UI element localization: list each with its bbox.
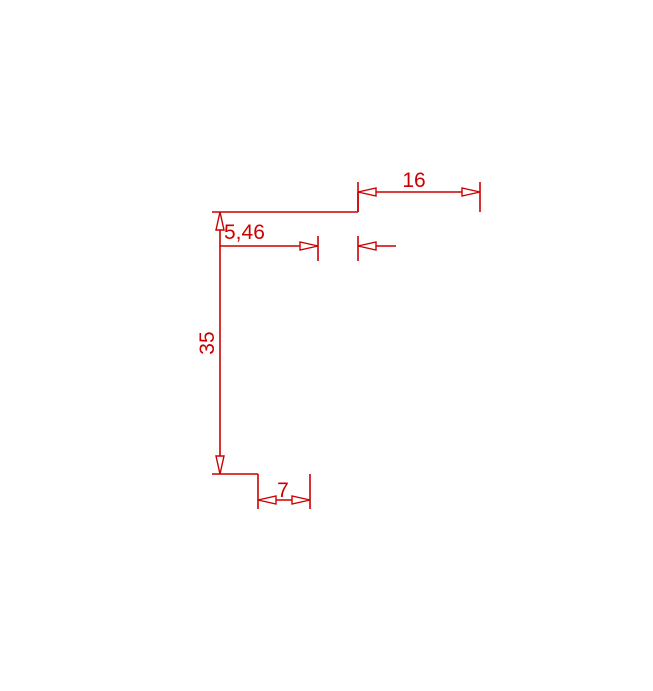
dimension-label: 35	[196, 331, 219, 354]
arrowhead	[461, 187, 481, 197]
arrowhead	[357, 241, 377, 251]
dimension-offset: 5,46	[220, 221, 396, 261]
arrowhead	[291, 495, 311, 505]
dimension-height: 35	[196, 211, 225, 475]
arrowhead	[215, 455, 225, 475]
dimension-width-top: 16	[357, 169, 481, 212]
arrowhead	[357, 187, 377, 197]
arrowhead	[299, 241, 319, 251]
dimension-label: 7	[277, 479, 289, 502]
arrowhead	[215, 211, 225, 231]
dimension-label: 5,46	[224, 221, 265, 244]
dimension-width-bottom: 7	[257, 474, 311, 509]
dimension-label: 16	[402, 169, 425, 192]
arrowhead	[257, 495, 277, 505]
